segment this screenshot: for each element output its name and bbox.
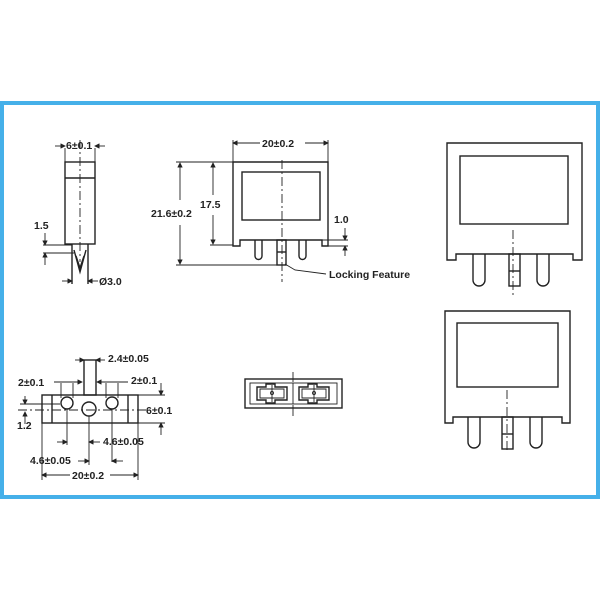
perspective-view-bottom: [444, 310, 571, 453]
offset-dim: 1.2: [17, 420, 32, 432]
pin-width-dim: 2.4±0.05: [108, 353, 149, 365]
pitch-left-dim: 4.6±0.05: [30, 455, 71, 467]
front-standoff-dim: 1.0: [334, 214, 349, 226]
hole-right-dim: 2±0.1: [131, 375, 157, 387]
front-width-dim: 20±0.2: [262, 138, 294, 150]
side-offset-dim: 1.5: [34, 220, 49, 232]
drawing-frame: [0, 101, 600, 499]
front-body-height-dim: 17.5: [200, 199, 221, 211]
bottom-width-dim: 20±0.2: [72, 470, 104, 482]
front-height-dim: 21.6±0.2: [151, 208, 192, 220]
depth-dim: 6±0.1: [146, 405, 172, 417]
perspective-view-top: [446, 142, 583, 297]
top-down-view: [244, 372, 343, 416]
side-pin-dia: Ø3.0: [99, 276, 122, 288]
hole-left-dim: 2±0.1: [18, 377, 44, 389]
side-width-dim: 6±0.1: [66, 140, 92, 152]
front-view: 20±0.2 21.6±0.2 17.5 1.0 Locking Feature: [151, 138, 410, 282]
side-view: 6±0.1 1.5 Ø3.0: [34, 140, 122, 288]
pitch-right-dim: 4.6±0.05: [103, 436, 144, 448]
bottom-view: 2.4±0.05 2±0.1 2±0.1 6±0.1 1.2 4.6±0.05 …: [17, 353, 172, 482]
locking-feature-label: Locking Feature: [329, 269, 410, 281]
